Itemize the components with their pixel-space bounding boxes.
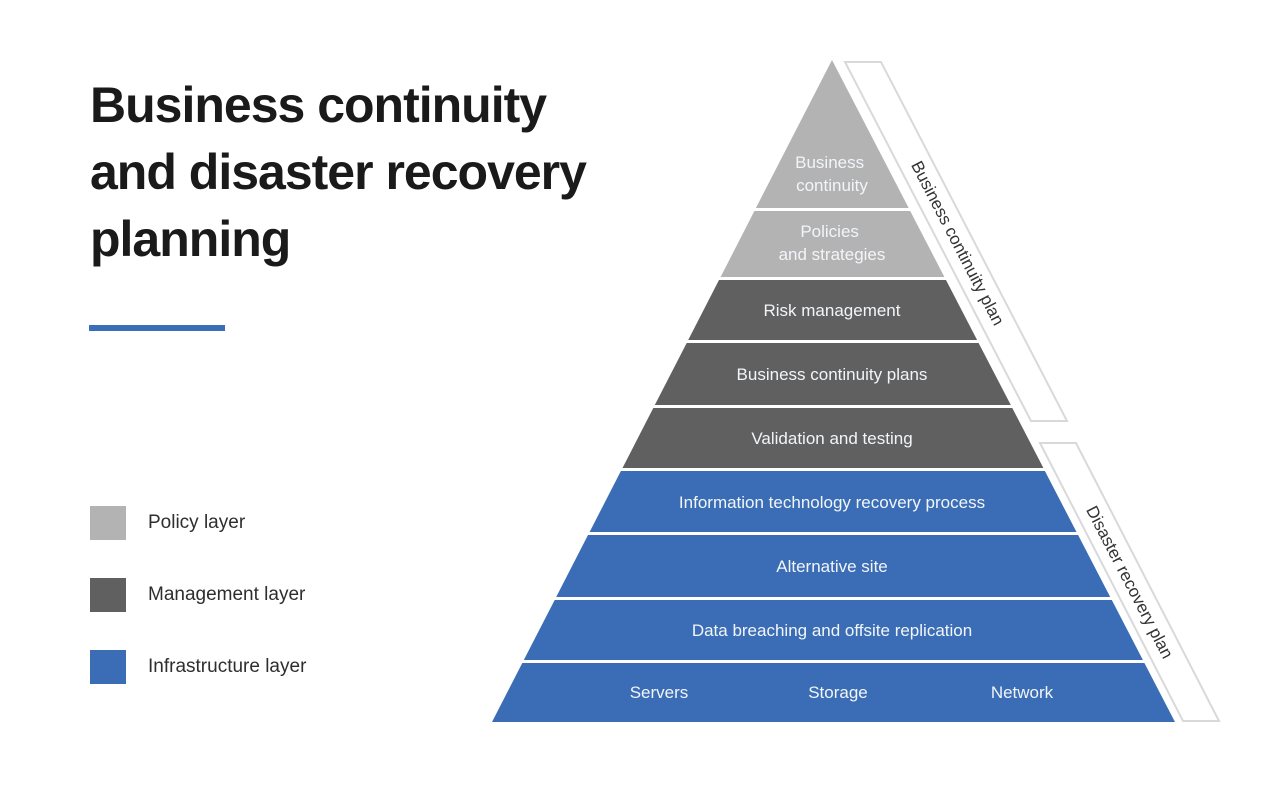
infrastructure-layer-swatch <box>90 650 126 684</box>
legend-item-management: Management layer <box>90 578 390 612</box>
label-data-breaching: Data breaching and offsite replication <box>692 621 972 640</box>
legend-item-infrastructure: Infrastructure layer <box>90 650 390 684</box>
label-network: Network <box>991 683 1054 702</box>
page-title: Business continuity and disaster recover… <box>90 72 710 273</box>
management-layer-swatch <box>90 578 126 612</box>
label-storage: Storage <box>808 683 868 702</box>
legend-item-policy: Policy layer <box>90 506 390 540</box>
title-line-3: planning <box>90 211 291 267</box>
layer-alternative-site <box>556 535 1111 597</box>
legend-label-infrastructure: Infrastructure layer <box>148 656 307 677</box>
disaster-recovery-plan-bracket <box>1038 442 1221 722</box>
title-accent-underline <box>89 325 225 331</box>
layer-business-continuity <box>755 60 909 208</box>
label-alternative-site: Alternative site <box>776 557 888 576</box>
title-line-1: Business continuity <box>90 77 547 133</box>
label-validation-and-testing: Validation and testing <box>751 429 912 448</box>
label-risk-management: Risk management <box>763 301 900 320</box>
layer-data-breaching <box>523 600 1143 660</box>
title-line-2: and disaster recovery <box>90 144 587 200</box>
layer-validation-and-testing <box>622 408 1044 468</box>
legend-label-management: Management layer <box>148 584 306 605</box>
policy-layer-swatch <box>90 506 126 540</box>
legend-label-policy: Policy layer <box>148 512 246 533</box>
layer-it-recovery-process <box>589 471 1077 532</box>
business-continuity-plan-bracket <box>843 61 1069 422</box>
label-business-continuity-plans: Business continuity plans <box>737 365 928 384</box>
label-it-recovery-process: Information technology recovery process <box>679 493 985 512</box>
label-policies-and-strategies: Policies and strategies <box>779 222 886 264</box>
label-servers: Servers <box>630 683 689 702</box>
label-business-continuity: Business continuity <box>795 153 869 195</box>
layer-risk-management <box>688 280 978 340</box>
layer-servers-storage-network <box>492 663 1175 722</box>
legend: Policy layer Management layer Infrastruc… <box>90 506 390 722</box>
layer-business-continuity-plans <box>654 343 1011 405</box>
layer-policies-and-strategies <box>720 211 945 277</box>
